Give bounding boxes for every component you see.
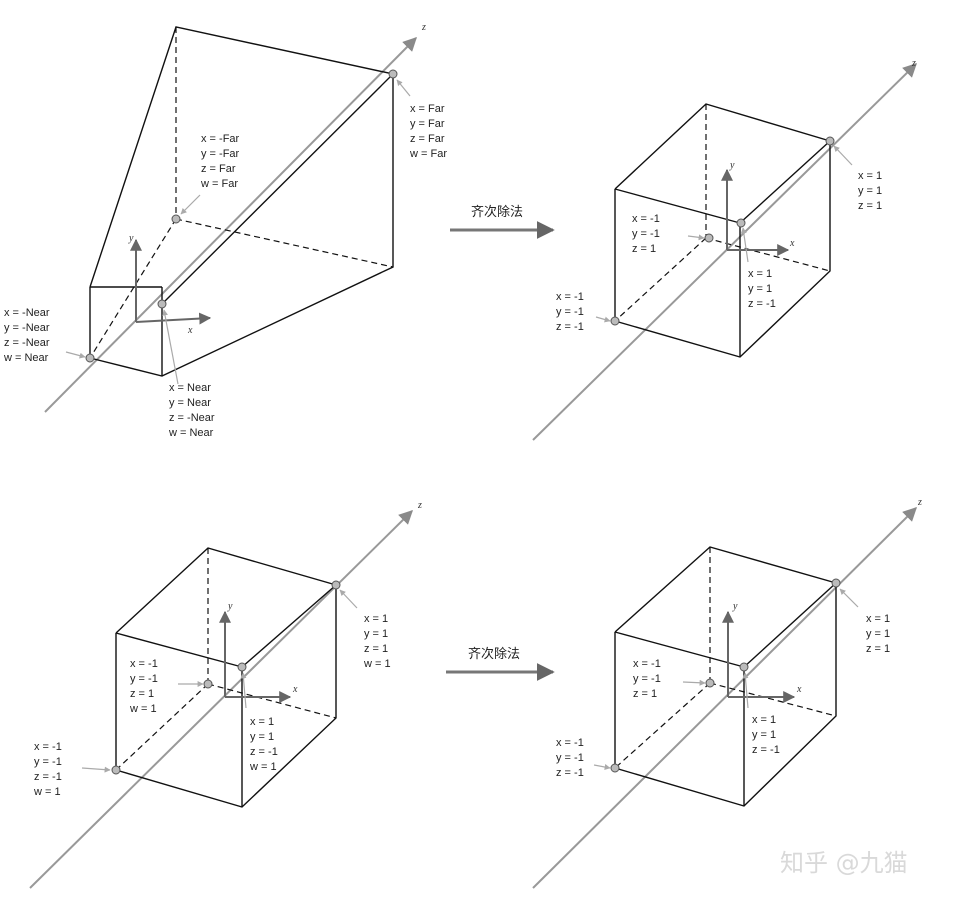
z-axis bbox=[29, 510, 413, 889]
y-axis-label: y bbox=[228, 601, 233, 612]
z-axis-label: z bbox=[912, 58, 916, 69]
watermark: 知乎 @九猫 bbox=[780, 849, 908, 877]
x-axis-label: x bbox=[293, 684, 298, 695]
y-axis-label: y bbox=[730, 160, 735, 171]
x-axis-label: x bbox=[188, 325, 193, 336]
panel-d-cube bbox=[532, 507, 917, 889]
z-axis-label: z bbox=[918, 497, 922, 508]
z-axis-label: z bbox=[422, 22, 426, 33]
frustum-silhouette bbox=[89, 26, 394, 377]
y-axis-label: y bbox=[129, 233, 134, 244]
z-axis bbox=[44, 37, 417, 413]
panel-b-cube bbox=[532, 63, 917, 441]
homogeneous-divide-label: 齐次除法 bbox=[468, 647, 521, 662]
panel-a-frustum bbox=[44, 26, 417, 413]
x-axis-label: x bbox=[797, 684, 802, 695]
z-axis-label: z bbox=[418, 500, 422, 511]
y-axis-label: y bbox=[733, 601, 738, 612]
homogeneous-divide-arrows bbox=[446, 221, 555, 681]
z-axis bbox=[532, 507, 917, 889]
panel-c-cube bbox=[29, 510, 413, 889]
homogeneous-divide-label: 齐次除法 bbox=[471, 205, 524, 220]
x-axis-label: x bbox=[790, 238, 795, 249]
z-axis bbox=[532, 63, 917, 441]
